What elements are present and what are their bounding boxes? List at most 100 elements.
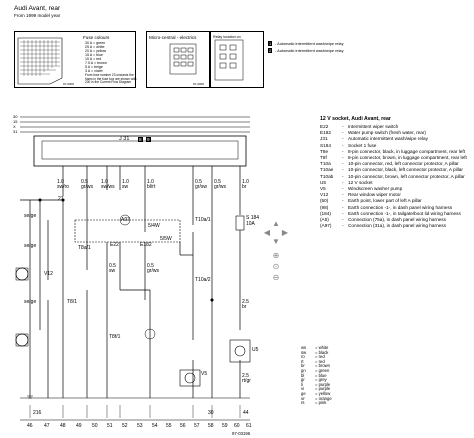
bus-label-31: 31: [13, 129, 18, 134]
label-v5: V5: [201, 371, 208, 377]
legend-code: (A5): [320, 217, 329, 222]
pan-up-icon[interactable]: ▲: [272, 219, 280, 228]
legend-code: (50): [320, 198, 329, 204]
legend-row: T10ab-10-pin connector, brown, left conn…: [320, 174, 465, 179]
legend-code: E22: [320, 124, 329, 129]
conn-t8a-1: T8a/1: [78, 245, 91, 251]
wire-label: br: [242, 184, 247, 190]
wire-label: gr/ws: [214, 184, 226, 190]
legend-separator: -: [342, 204, 344, 210]
micro-central-caption: Micro-central - electrics: [149, 35, 197, 40]
wire-label: sw/ws: [101, 184, 115, 190]
wire-colour-row: rt= red: [301, 359, 325, 364]
relay-label: J 31: [119, 136, 130, 142]
legend-row: (98) -Earth connection -1-, in dash panel…: [320, 205, 452, 210]
fuse-box-inset: Fuse colours 30 A = green 25 A = white 2…: [14, 31, 136, 88]
wire-colour-code: vi: [301, 386, 305, 392]
legend-code: (A97): [320, 223, 332, 229]
legend-code: V12: [320, 192, 329, 198]
legend-text: Earth connection -1-, in tailgate/boot l…: [348, 210, 461, 216]
legend-text: Connection (75a), in dash panel wiring h…: [348, 217, 446, 222]
wire-colour-row: li= purple: [301, 382, 330, 387]
wire-label: 0.5: [81, 179, 88, 185]
legend-separator: -: [342, 155, 344, 160]
wire-label: 2.5: [242, 373, 249, 379]
wire-colour-row: gr= grey: [301, 377, 327, 382]
legend-row: T10ae-10-pin connector, black, left conn…: [320, 167, 463, 172]
legend-row: (A5)-Connection (75a), in dash panel wir…: [320, 217, 446, 222]
legend-row: T8f-8-pin connector, brown, in luggage c…: [320, 155, 467, 160]
legend-row: T10a-10-pin connector, red, left connect…: [320, 161, 459, 166]
legend-text: Water pump switch (fresh water, rear): [348, 130, 426, 136]
label-u5: U5: [252, 347, 259, 353]
wire-colour-text: = black: [315, 349, 329, 355]
label-t8-1: T8/1: [67, 299, 78, 305]
bottom-ref: 216: [33, 410, 42, 416]
legend-code: S184: [320, 142, 331, 148]
label-e22: E22: [110, 242, 119, 248]
wire-label: gr/ws: [147, 268, 159, 274]
bottom-number: 49: [76, 423, 82, 429]
wire-label: se/ge: [24, 299, 37, 305]
bottom-number: 57: [194, 423, 200, 429]
zoom-in-icon[interactable]: ⊕: [272, 251, 280, 260]
legend-text: Intermittent wiper switch: [348, 124, 399, 129]
fuse-colour-4: 10 A = red: [85, 57, 102, 61]
wire-colour-text: = yellow: [315, 391, 331, 396]
micro-central-inset: Micro-central - electrics 97-0000: [146, 31, 210, 88]
pan-down-icon[interactable]: ▼: [272, 237, 280, 246]
wire-label: 2.5: [242, 299, 249, 305]
legend-separator: -: [342, 223, 344, 229]
wire-colour-text: = white: [315, 345, 329, 350]
legend-separator: -: [342, 142, 344, 148]
wire-label: rt/gr: [242, 378, 251, 384]
bottom-ref: 44: [243, 410, 249, 416]
legend-row: J31-Automatic intermittent wash/wipe rel…: [320, 136, 428, 141]
v5-pump: [179, 369, 201, 387]
s184-fuse: [235, 215, 245, 231]
legend-separator: -: [342, 167, 344, 173]
legend-text: Rear window wiper motor: [348, 192, 401, 198]
pan-left-icon[interactable]: ◀: [263, 228, 271, 237]
wire-colour-row: bl= blue: [301, 373, 327, 378]
wire-label: 0.5: [214, 179, 221, 185]
wire-colour-text: = purple: [315, 386, 331, 392]
wire-label: se/ge: [24, 213, 37, 219]
zoom-fit-icon[interactable]: ⊙: [272, 262, 280, 271]
relay-location-graphic: [214, 39, 244, 81]
wire-colour-text: = brown: [315, 363, 331, 369]
label-gn: 5/5W: [160, 236, 172, 242]
legend-code: J31: [320, 136, 328, 142]
wire-colour-text: = orange: [315, 395, 332, 401]
micro-central-graphic: [169, 43, 197, 75]
legend-text: Earth connection -1-, in dash panel wiri…: [348, 204, 453, 210]
bus-label-30: 30: [13, 114, 18, 119]
legend-text: 10-pin connector, black, left connector …: [348, 167, 463, 173]
wire-label: 1.0: [147, 179, 154, 185]
label-s184-rating: 10A: [246, 221, 255, 227]
pan-right-icon[interactable]: ▶: [281, 228, 289, 237]
wire-colour-row: gn= green: [301, 368, 329, 373]
zoom-out-icon[interactable]: ⊖: [272, 273, 280, 282]
relay-location-inset: Relay location on: [210, 31, 264, 88]
fuse-colour-7: 3 A = violet: [85, 69, 103, 73]
wires: [20, 166, 241, 398]
wire-colour-row: or= orange: [301, 395, 332, 401]
bottom-number: 59: [222, 423, 228, 429]
wire-label: bl/rt: [147, 184, 156, 190]
relay-row-2-num: 2: [268, 48, 273, 53]
legend-text: 12 V socket: [348, 179, 373, 185]
bottom-number: 53: [137, 423, 143, 429]
wire-colour-row: rs= pink: [301, 400, 326, 405]
wire-colour-row: sw= black: [301, 349, 329, 355]
fuse-box-graphic: [17, 37, 63, 85]
legend-text: Windscreen washer pump: [348, 186, 403, 191]
fuse-colour-5: 7.5 A = brown: [85, 61, 107, 65]
diagram-subtitle: From 1999 model year: [14, 13, 61, 18]
wire-label: 1.0: [242, 179, 249, 185]
legend-code: (98): [320, 204, 329, 210]
bus-label-15: 15: [13, 119, 18, 124]
legend-text: Automatic intermittent wash/wipe relay: [348, 136, 428, 142]
wire-label: sw: [122, 184, 129, 190]
